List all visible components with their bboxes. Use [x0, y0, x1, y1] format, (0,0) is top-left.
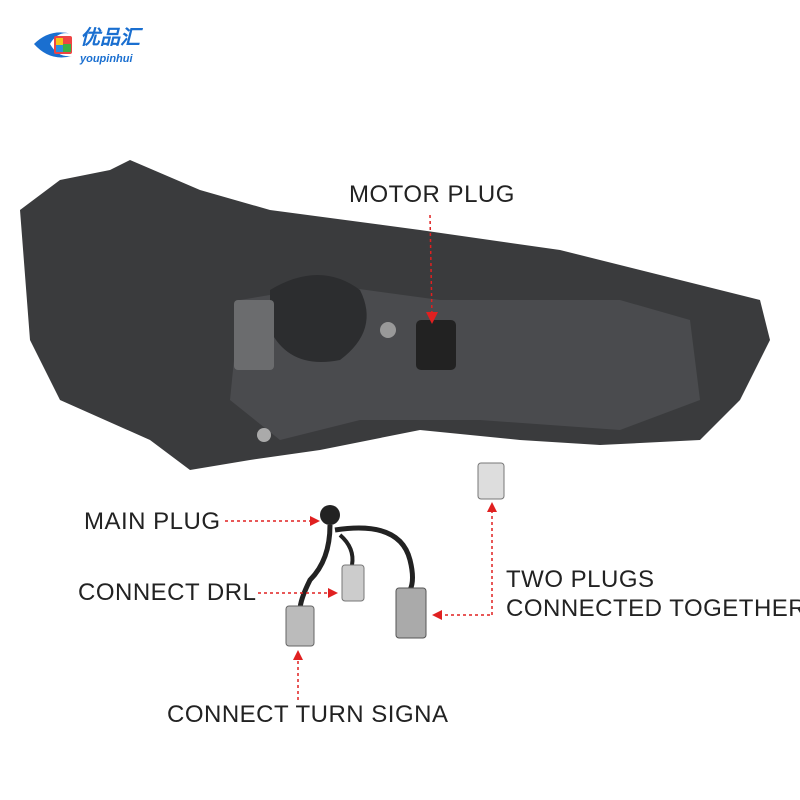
label-connected-together: CONNECTED TOGETHER: [506, 595, 800, 622]
logo-mark: [34, 32, 72, 58]
label-turn-signal: CONNECT TURN SIGNA: [167, 701, 449, 728]
wire-harness: [285, 462, 505, 647]
logo-name-en: youpinhui: [80, 53, 133, 65]
annotation-arrows: [225, 214, 497, 700]
label-two-plugs: TWO PLUGS: [506, 566, 655, 593]
logo-name-cn: 优品汇: [80, 27, 140, 49]
label-connect-drl: CONNECT DRL: [78, 579, 257, 606]
label-main-plug: MAIN PLUG: [84, 508, 221, 535]
label-motor-plug: MOTOR PLUG: [349, 181, 515, 208]
headlight-housing: [20, 160, 770, 470]
